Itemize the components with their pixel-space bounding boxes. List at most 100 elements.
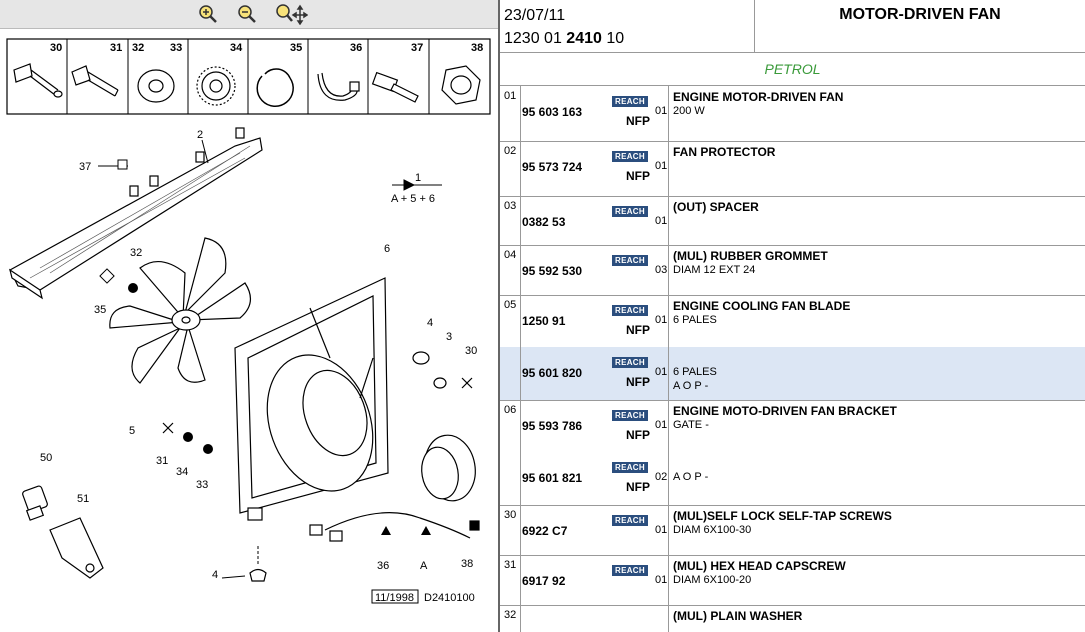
parts-list-panel: 23/07/11 1230 01 2410 10 MOTOR-DRIVEN FA… [500, 0, 1085, 632]
column-divider [520, 86, 521, 141]
part-detail: DIAM 6X100-20 [673, 574, 752, 586]
group-number: 06 [504, 404, 517, 416]
part-number[interactable]: 95 603 163 [522, 105, 583, 119]
fuel-type-label: PETROL [500, 53, 1085, 86]
hw-label-32: 32 [132, 42, 144, 54]
part-number[interactable]: 6922 C7 [522, 524, 568, 538]
quantity: 01 [655, 160, 668, 172]
group-number: 02 [504, 145, 517, 157]
group-number: 01 [504, 90, 517, 102]
column-divider [520, 505, 521, 555]
zoom-out-icon[interactable] [236, 3, 258, 25]
callout-1-formula: A + 5 + 6 [391, 193, 435, 205]
nfp-label: NFP [626, 323, 650, 337]
hw-label-35: 35 [290, 42, 302, 54]
part-row[interactable]: (MUL) PLAIN WASHER [500, 605, 1085, 632]
quantity: 01 [655, 215, 668, 227]
callout-6: 6 [384, 243, 390, 255]
callout-30: 30 [465, 345, 477, 357]
quantity: 01 [655, 419, 668, 431]
part-description: ENGINE MOTOR-DRIVEN FAN [673, 90, 844, 104]
part-number[interactable]: 1250 91 [522, 314, 566, 328]
part-description: FAN PROTECTOR [673, 145, 776, 159]
part-description: ENGINE MOTO-DRIVEN FAN BRACKET [673, 404, 897, 418]
part-number[interactable]: 95 593 786 [522, 419, 583, 433]
part-number[interactable]: 95 592 530 [522, 264, 583, 278]
column-divider [668, 605, 669, 632]
callout-37: 37 [79, 161, 91, 173]
grommet-part [249, 351, 447, 582]
column-divider [668, 245, 669, 295]
quantity: 01 [655, 366, 668, 378]
zoom-in-icon[interactable] [197, 3, 219, 25]
cable-tie-36-icon [317, 72, 360, 101]
column-divider [668, 196, 669, 245]
reach-badge: REACH [612, 565, 648, 576]
quantity: 03 [655, 264, 668, 276]
callout-4-top: 4 [427, 317, 433, 329]
diagram-reference: D2410100 [424, 592, 475, 604]
hardware-strip: 30 31 32 33 34 35 36 37 38 [6, 38, 491, 115]
group-number: 32 [504, 609, 517, 621]
part-detail: 6 PALES [673, 314, 717, 326]
panel-divider[interactable] [498, 0, 500, 632]
sensor-bracket-part [49, 517, 104, 579]
column-divider [668, 295, 669, 400]
column-divider [520, 555, 521, 605]
part-detail: GATE - [673, 419, 709, 431]
column-divider [668, 400, 669, 505]
hw-label-30: 30 [50, 42, 62, 54]
column-divider [520, 400, 521, 505]
reach-badge: REACH [612, 305, 648, 316]
quantity: 01 [655, 574, 668, 586]
screw-31-icon [71, 65, 119, 97]
part-description: (MUL) RUBBER GROMMET [673, 249, 828, 263]
fan-protector-part [9, 127, 263, 300]
callout-1: 1 [415, 172, 421, 184]
column-divider [520, 141, 521, 196]
callout-50: 50 [40, 452, 52, 464]
callout-38: 38 [461, 558, 473, 570]
exploded-parts-diagram: 30 31 32 33 34 35 36 37 38 [6, 38, 491, 604]
column-divider [520, 605, 521, 632]
nfp-label: NFP [626, 480, 650, 494]
part-number[interactable]: 95 601 820 [522, 366, 583, 380]
part-number[interactable]: 95 573 724 [522, 160, 583, 174]
group-number: 03 [504, 200, 517, 212]
part-number[interactable]: 6917 92 [522, 574, 566, 588]
pan-zoom-icon[interactable] [274, 3, 309, 26]
part-number[interactable]: 0382 53 [522, 215, 566, 229]
clip-ring-35-icon [256, 68, 294, 107]
quantity: 01 [655, 105, 668, 117]
callout-31: 31 [156, 455, 168, 467]
reach-badge: REACH [612, 255, 648, 266]
hw-label-38: 38 [471, 42, 483, 54]
column-divider [668, 86, 669, 141]
column-divider [520, 245, 521, 295]
fan-motor-part [309, 434, 480, 542]
quantity: 01 [655, 314, 668, 326]
reach-badge: REACH [612, 151, 648, 162]
part-number[interactable]: 95 601 821 [522, 471, 583, 485]
part-description: ENGINE COOLING FAN BLADE [673, 299, 851, 313]
nfp-label: NFP [626, 114, 650, 128]
